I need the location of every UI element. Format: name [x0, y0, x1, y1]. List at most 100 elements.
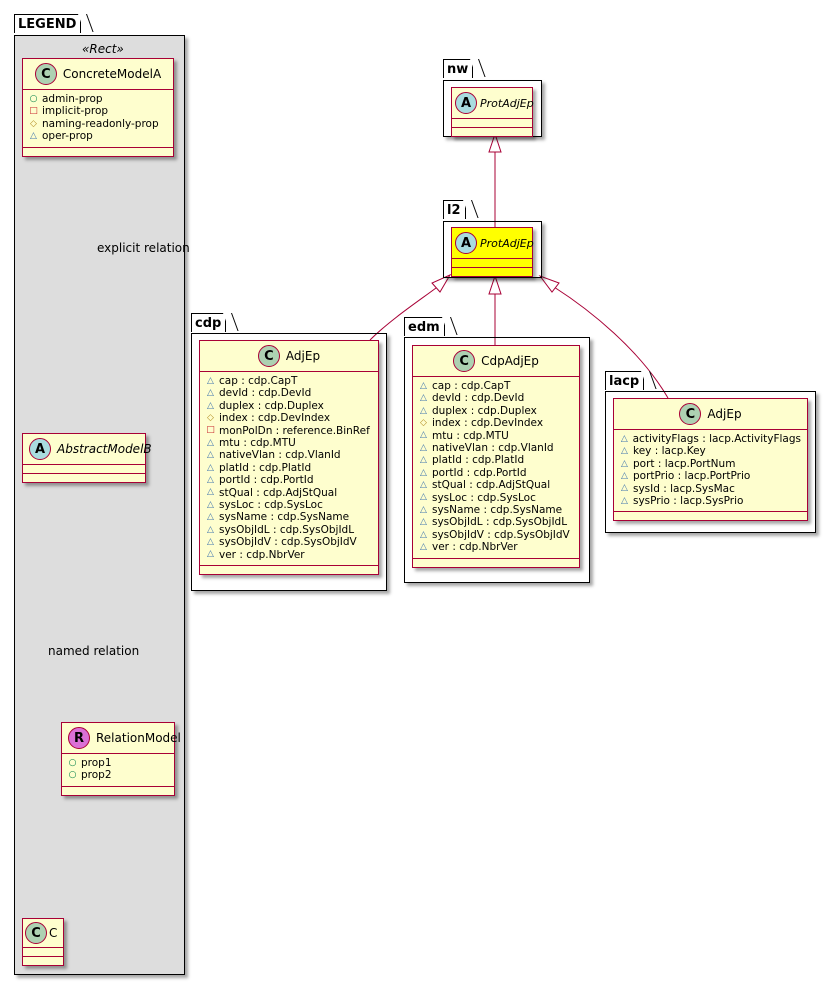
lacp-package-tab: lacp	[605, 371, 645, 390]
package-visibility-icon: △	[30, 130, 37, 141]
attribute-list: △ activityFlags : lacp.ActivityFlags△key …	[614, 429, 807, 511]
attribute-text: ver : cdp.NbrVer	[219, 548, 305, 561]
attribute-row: △ sysPrio : lacp.SysPrio	[620, 495, 801, 507]
attribute-row: △mtu : cdp.MTU	[419, 430, 573, 442]
class-name: AbstractModelB	[57, 442, 152, 456]
l2-to-nw-arrowhead	[488, 132, 502, 153]
abstract-badge-icon: A	[455, 232, 477, 254]
attribute-row: △devId : cdp.DevId	[206, 387, 372, 399]
attribute-row: △cap : cdp.CapT	[419, 380, 573, 392]
class-concrete-model-a[interactable]: C ConcreteModelA ○admin-prop □implicit-p…	[22, 58, 174, 157]
attributes-section	[452, 118, 532, 127]
edm-package-name: edm	[408, 320, 440, 335]
edm-to-l2-arrowhead	[488, 274, 502, 295]
attribute-text: portId : cdp.PortId	[219, 474, 314, 487]
l2-package-name: l2	[447, 203, 461, 218]
attribute-text: sysName : cdp.SysName	[219, 511, 350, 524]
package-visibility-icon: △	[207, 512, 214, 523]
methods-section	[23, 473, 145, 482]
attribute-text: sysPrio : lacp.SysPrio	[633, 495, 744, 508]
attributes-section	[23, 464, 145, 473]
edm-package	[404, 337, 590, 583]
methods-section	[413, 557, 579, 567]
nw-package-tab: nw	[443, 59, 474, 78]
class-nw-protadjep[interactable]: A ProtAdjEp	[451, 87, 534, 137]
package-visibility-icon: △	[420, 517, 427, 528]
public-visibility-icon: ○	[68, 757, 77, 768]
class-lacp-adjep[interactable]: C AdjEp △activityFlags : lacp.ActivityFl…	[613, 398, 808, 522]
attribute-row: △ sysName : cdp.SysName	[206, 511, 372, 523]
package-visibility-icon: △	[420, 430, 427, 441]
cdp-package-name: cdp	[195, 316, 222, 331]
lacp-package-name: lacp	[609, 374, 640, 389]
attribute-row: ◇naming-readonly-prop	[29, 118, 167, 130]
attribute-row: △sysObjIdL : cdp.SysObjIdL	[419, 516, 573, 528]
explicit-relation-label: explicit relation	[97, 241, 190, 255]
attribute-list: ○admin-prop □ implicit-prop ◇naming-reado…	[23, 89, 173, 147]
private-visibility-icon: □	[29, 106, 38, 117]
package-visibility-icon: △	[207, 499, 214, 510]
package-visibility-icon: △	[207, 524, 214, 535]
attribute-row: △devId : cdp.DevId	[419, 392, 573, 404]
class-relation-model[interactable]: R RelationModel ○prop1 ○prop2	[61, 722, 181, 796]
cdp-to-l2-arrowhead	[431, 273, 452, 293]
attribute-text: sysLoc : cdp.SysLoc	[432, 491, 536, 504]
class-l2-protadjep[interactable]: A ProtAdjEp	[451, 227, 534, 277]
class-edm-cdpadjep[interactable]: C CdpAdjEp △cap : cdp.CapT△devId : cdp.D…	[412, 345, 580, 568]
attribute-row: △sysId : lacp.SysMac	[620, 483, 801, 495]
attribute-row: △ sysObjIdV : cdp.SysObjIdV	[419, 529, 573, 541]
package-visibility-icon: △	[207, 474, 214, 485]
class-abstract-model-b[interactable]: A AbstractModelB	[22, 433, 152, 483]
attribute-row: ○prop1	[68, 757, 168, 769]
attribute-row: ○admin-prop	[29, 93, 167, 105]
attribute-row: △sysLoc : cdp.SysLoc	[206, 499, 372, 511]
class-c[interactable]: C C	[22, 918, 64, 966]
public-visibility-icon: ○	[68, 770, 77, 781]
attribute-list: ○prop1 ○prop2	[62, 753, 174, 786]
attribute-row: ◇index : cdp.DevIndex	[419, 417, 573, 429]
attribute-text: monPolDn : reference.BinRef	[219, 424, 370, 437]
package-visibility-icon: △	[621, 458, 628, 469]
lacp-to-l2-edge	[553, 286, 669, 399]
attribute-row: △stQual : cdp.AdjStQual	[206, 487, 372, 499]
class-name: ProtAdjEp	[480, 236, 534, 250]
package-visibility-icon: △	[420, 380, 427, 391]
legend-package	[14, 35, 185, 975]
methods-section	[452, 267, 532, 276]
package-visibility-icon: △	[207, 437, 214, 448]
attribute-text: nativeVlan : cdp.VlanId	[432, 442, 554, 455]
package-visibility-icon: △	[207, 549, 214, 560]
package-visibility-icon: △	[420, 529, 427, 540]
package-visibility-icon: △	[207, 487, 214, 498]
methods-section	[23, 956, 63, 965]
attribute-row: △nativeVlan : cdp.VlanId	[206, 449, 372, 461]
methods-section	[614, 511, 807, 520]
class-badge-icon: C	[679, 403, 702, 425]
attribute-row: △ sysLoc : cdp.SysLoc	[419, 492, 573, 504]
package-visibility-icon: △	[620, 433, 628, 444]
package-visibility-icon: △	[420, 492, 427, 503]
attribute-text: activityFlags : lacp.ActivityFlags	[632, 433, 801, 445]
class-cdp-adjep[interactable]: C AdjEp △cap : cdp.CapT△devId : cdp.DevI…	[199, 340, 379, 576]
protected-visibility-icon: ◇	[420, 417, 427, 428]
attribute-row: △ activityFlags : lacp.ActivityFlags	[620, 433, 801, 445]
attribute-row: △key : lacp.Key	[620, 445, 801, 457]
attribute-list: △cap : cdp.CapT△devId : cdp.DevId△duplex…	[413, 376, 579, 558]
attribute-text: portPrio : lacp.PortPrio	[633, 470, 751, 483]
package-visibility-icon: △	[207, 536, 214, 547]
attribute-text: implicit-prop	[42, 105, 109, 118]
attribute-row: △portPrio : lacp.PortPrio	[620, 470, 801, 482]
package-visibility-icon: △	[420, 405, 427, 416]
cdp-package	[191, 333, 387, 591]
class-badge-icon: C	[257, 345, 280, 367]
attribute-text: duplex : cdp.Duplex	[432, 404, 537, 417]
l2-package	[443, 221, 542, 278]
class-name: ProtAdjEp	[480, 96, 534, 110]
lacp-package	[605, 391, 816, 533]
attribute-text: devId : cdp.DevId	[432, 392, 525, 405]
attribute-text: sysObjIdV : cdp.SysObjIdV	[432, 528, 570, 541]
attribute-text: naming-readonly-prop	[42, 117, 159, 130]
class-name: RelationModel	[96, 731, 181, 745]
public-visibility-icon: ○	[29, 93, 38, 104]
package-visibility-icon: △	[621, 495, 628, 506]
